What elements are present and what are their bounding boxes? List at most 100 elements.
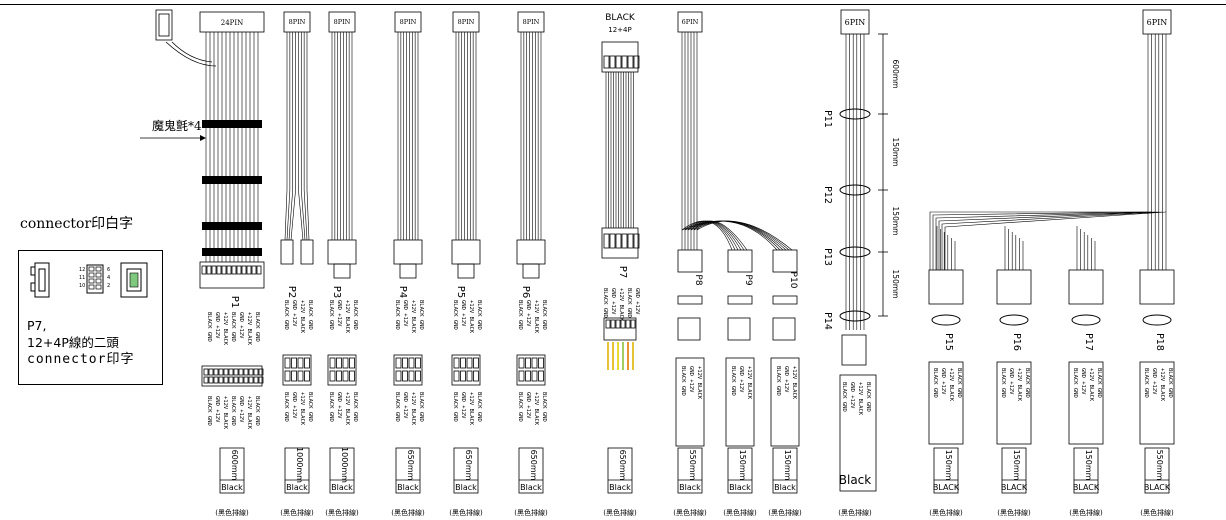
legend-connector-sketch: 12 11 10 6 4 2 — [30, 262, 148, 298]
connector-8pin-top — [517, 11, 545, 33]
pin-label: BLACK GND — [1024, 368, 1030, 398]
pin-label-table — [996, 361, 1032, 445]
cable-id-p17: P17 — [1083, 333, 1094, 351]
pin-label: +12V BLACK — [222, 312, 228, 346]
connector-24pin-bottom — [199, 261, 265, 289]
sata-connector — [839, 184, 871, 196]
pin-hole — [238, 376, 244, 384]
pin-hole — [395, 357, 402, 369]
connector-4pin-molex — [772, 249, 798, 273]
branch-wire — [938, 211, 1159, 270]
cable-id-p12: P12 — [822, 186, 833, 204]
pin-hole — [342, 357, 349, 369]
wire — [288, 32, 294, 241]
pin-label: +12V BLACK — [696, 366, 702, 400]
pin-label: BLACK GND — [517, 392, 523, 422]
pin-slot — [236, 265, 242, 275]
wire — [290, 32, 296, 241]
length-label: 550mm — [1155, 450, 1164, 481]
length-label: 150mm — [738, 450, 747, 481]
tie-pointer-arrow — [200, 135, 206, 141]
color-label: Black — [331, 483, 353, 492]
pin-hole — [633, 233, 640, 249]
pin-hole — [609, 55, 616, 69]
branch-wire — [687, 220, 784, 251]
pin-label: GND +12V — [291, 392, 297, 419]
connector-8pin-label: 8PIN — [458, 18, 475, 26]
pin-hole — [531, 370, 538, 382]
pin-hole — [342, 370, 349, 382]
connector-latch — [399, 263, 417, 279]
connector-face — [282, 354, 312, 386]
cable-tie-wrap — [202, 248, 262, 256]
pin-label: GND +12V — [940, 368, 946, 395]
pin-label: BLACK GND — [1143, 368, 1149, 398]
cable-id-p2: P2 — [286, 286, 297, 298]
color-label: BLACK — [1001, 483, 1028, 492]
pin-hole — [603, 233, 610, 249]
sata-connector — [839, 108, 871, 120]
branch-wire — [690, 220, 742, 251]
pin-hole — [258, 376, 264, 384]
connector-side — [772, 317, 796, 341]
branch-wire — [696, 220, 793, 251]
pin-hole — [203, 368, 209, 376]
connector-4pin-molex — [727, 249, 753, 273]
cable-tie-wrap — [202, 222, 262, 230]
length-label: 650mm — [529, 450, 538, 481]
molex-connector — [1139, 269, 1175, 305]
branch-wire — [693, 220, 790, 251]
pin-label: BLACK GND — [418, 392, 424, 422]
cable-tie-wrap — [202, 176, 262, 184]
pin-hole — [453, 357, 460, 369]
pin-label: +12V BLACK — [222, 396, 228, 430]
pin-label: BLACK GND — [352, 300, 358, 330]
legend-note: P7, 12+4P線的二頭 connector印字 — [27, 317, 134, 368]
connector-8pin-top — [394, 11, 422, 33]
pin-label: +12V BLACK — [410, 300, 416, 334]
connector-8pin-bottom — [516, 239, 546, 265]
pin-hole — [284, 370, 291, 382]
connector-side — [727, 317, 751, 341]
pin-label: BLACK GND — [452, 300, 458, 330]
length-label: 550mm — [688, 450, 697, 481]
cable-id-p8: P8 — [693, 274, 703, 285]
pin-label: BLACK GND — [418, 300, 424, 330]
pin-hole — [615, 233, 622, 249]
connector-8pin-bottom — [451, 239, 481, 265]
pin-label: +12V BLACK — [299, 392, 305, 426]
length-tag-box — [284, 447, 310, 494]
length-label: 150mm — [783, 450, 792, 481]
length-tag-box — [727, 447, 753, 494]
pin-label: +12V BLACK — [1088, 368, 1094, 402]
wire — [286, 32, 291, 241]
pin-label: BLACK GND — [541, 392, 547, 422]
pin-hole — [297, 370, 304, 382]
pin-hole — [228, 376, 234, 384]
pin-hole — [233, 368, 239, 376]
sata-connector-face — [841, 334, 867, 366]
pin-label: BLACK GND — [230, 312, 236, 342]
top-rule — [0, 4, 1226, 5]
pin-label-table — [839, 374, 877, 492]
legend-note-line3: connector印字 — [27, 352, 135, 367]
pin-label: +12V BLACK — [246, 396, 252, 430]
connector-6pin-top-molex — [1142, 9, 1172, 35]
branch-wire — [684, 220, 736, 251]
connector-4pin-b — [300, 239, 314, 265]
sata-color-label: Black — [839, 473, 872, 487]
connector-4pin-a — [280, 239, 294, 265]
svg-text:12: 12 — [79, 267, 85, 273]
pin-label: GND +12V — [460, 392, 466, 419]
color-label: Black — [774, 483, 796, 492]
branch-wire — [684, 220, 781, 251]
